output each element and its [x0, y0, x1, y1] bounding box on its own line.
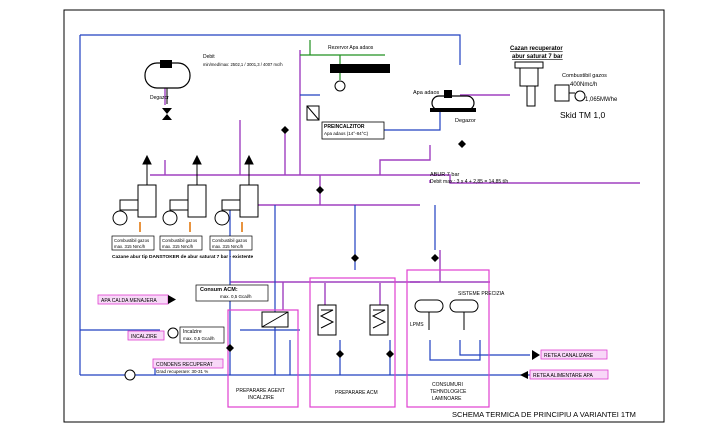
cazan-recuperator-icon: [514, 61, 544, 107]
sisteme-label: SISTEME PRECIZIA: [458, 291, 505, 297]
cazan-rec-1: Cazan recuperator: [510, 46, 563, 52]
preincalzitor-box: [321, 121, 385, 140]
comb-2b: max. 315 Nmc/h: [162, 244, 194, 249]
burner-icons: [139, 222, 243, 232]
condens-pump-icon: [124, 369, 136, 381]
tech-consumer-icons: [414, 299, 479, 330]
consum-acm-2: max. 0,5 Gcal/h: [220, 294, 252, 299]
condens-detail: Grad recuperare: 30-31 %: [156, 369, 208, 374]
incalzire-tag: [127, 330, 165, 341]
skid-label: Skid TM 1,0: [560, 110, 605, 120]
comb-1a: Combustibil gazos: [114, 238, 149, 243]
left-degazor: [144, 60, 191, 120]
top-note-2: min/med/max: 2502,1 / 3001,3 / 4007 mc/h: [203, 62, 283, 67]
zone-acm: PREPARARE ACM: [335, 390, 378, 396]
apa-adaos-label: Apa adaos: [413, 90, 440, 96]
zone-cons-2: TEHNOLOGICE: [430, 389, 467, 395]
rezervor-label: Rezervor Apa adaos: [328, 45, 374, 51]
retea-alim-tag: [529, 369, 609, 380]
valves: [226, 126, 466, 358]
abur-label-2: Debit max.: 3 x 4 + 2,85 = 14,85 t/h: [430, 179, 508, 185]
lpms-label: LPMS: [410, 322, 424, 328]
putere: 1,065MWhe: [585, 97, 618, 103]
zone-cons-3: LAMINOARE: [432, 396, 462, 402]
top-note-1: Debit: [203, 54, 215, 60]
heat-exchangers: [261, 304, 389, 336]
retea-canal-tag: [540, 349, 608, 360]
comb-box-2: [159, 235, 203, 251]
consum-gaz: 400Nmc/h: [570, 82, 597, 88]
incalzire-pump-icon: [167, 327, 179, 339]
right-degazor: [430, 90, 476, 112]
boiler-3: [214, 154, 259, 226]
boiler-2: [162, 154, 207, 226]
consum-acm-box: [195, 284, 269, 302]
cazan-rec-2: abur saturat 7 bar: [512, 54, 563, 60]
rezervor-pump-icon: [334, 80, 346, 92]
condens-tag: [152, 358, 224, 369]
condens-tag-label: CONDENS RECUPERAT: [156, 362, 213, 368]
comb-3b: max. 315 Nmc/h: [212, 244, 244, 249]
incalzire-box: [179, 326, 225, 344]
apa-calda-arrow-icon: [168, 295, 176, 304]
combustibil-gazos: Combustibil gazos: [562, 73, 607, 79]
incalzire-1: Incalzire: [183, 329, 202, 335]
zone-cons-1: CONSUMURI: [432, 382, 463, 388]
skid-engine-icon: [554, 84, 586, 102]
cazane-note: Cazane abur tip DANSTOKER de abur satura…: [112, 254, 254, 260]
comb-3a: Combustibil gazos: [212, 238, 247, 243]
comb-2a: Combustibil gazos: [162, 238, 197, 243]
comb-1b: max. 315 Nmc/h: [114, 244, 146, 249]
comb-box-1: [111, 235, 155, 251]
comb-box-3: [209, 235, 253, 251]
retea-alim-arrow-icon: [520, 371, 528, 379]
zone-agent-1: PREPARARE AGENT: [236, 388, 285, 394]
retea-alim-label: RETEA ALIMENTARE APA: [533, 373, 593, 379]
rezervor-tank: [330, 64, 390, 73]
retea-canal-label: RETEA CANALIZARE: [544, 353, 594, 359]
retea-canal-arrow-icon: [532, 350, 540, 360]
diagram-title: SCHEMA TERMICA DE PRINCIPIU A VARIANTEI …: [452, 410, 636, 419]
zone-boxes: [227, 269, 490, 408]
consum-acm-1: Consum ACM:: [200, 287, 238, 293]
steam-lines: [150, 50, 640, 310]
boilers: [112, 154, 259, 232]
drawing-frame: [63, 9, 665, 423]
right-degazor-label: Degazor: [455, 118, 476, 124]
incalzire-tag-label: INCALZIRE: [131, 334, 158, 340]
abur-label-1: ABUR 7 bar: [430, 172, 460, 178]
preincalzitor-detail: Apa adaos (14°-84°C): [324, 131, 369, 136]
left-degazor-label: Degazor: [150, 95, 169, 101]
preincalzitor-title: PREINCALZITOR: [324, 124, 365, 130]
incalzire-2: max. 0,5 Gcal/h: [183, 336, 215, 341]
boiler-1: [112, 154, 157, 226]
zone-agent-2: INCALZIRE: [248, 395, 275, 401]
apa-calda-label: APA CALDA MENAJERA: [101, 298, 157, 304]
